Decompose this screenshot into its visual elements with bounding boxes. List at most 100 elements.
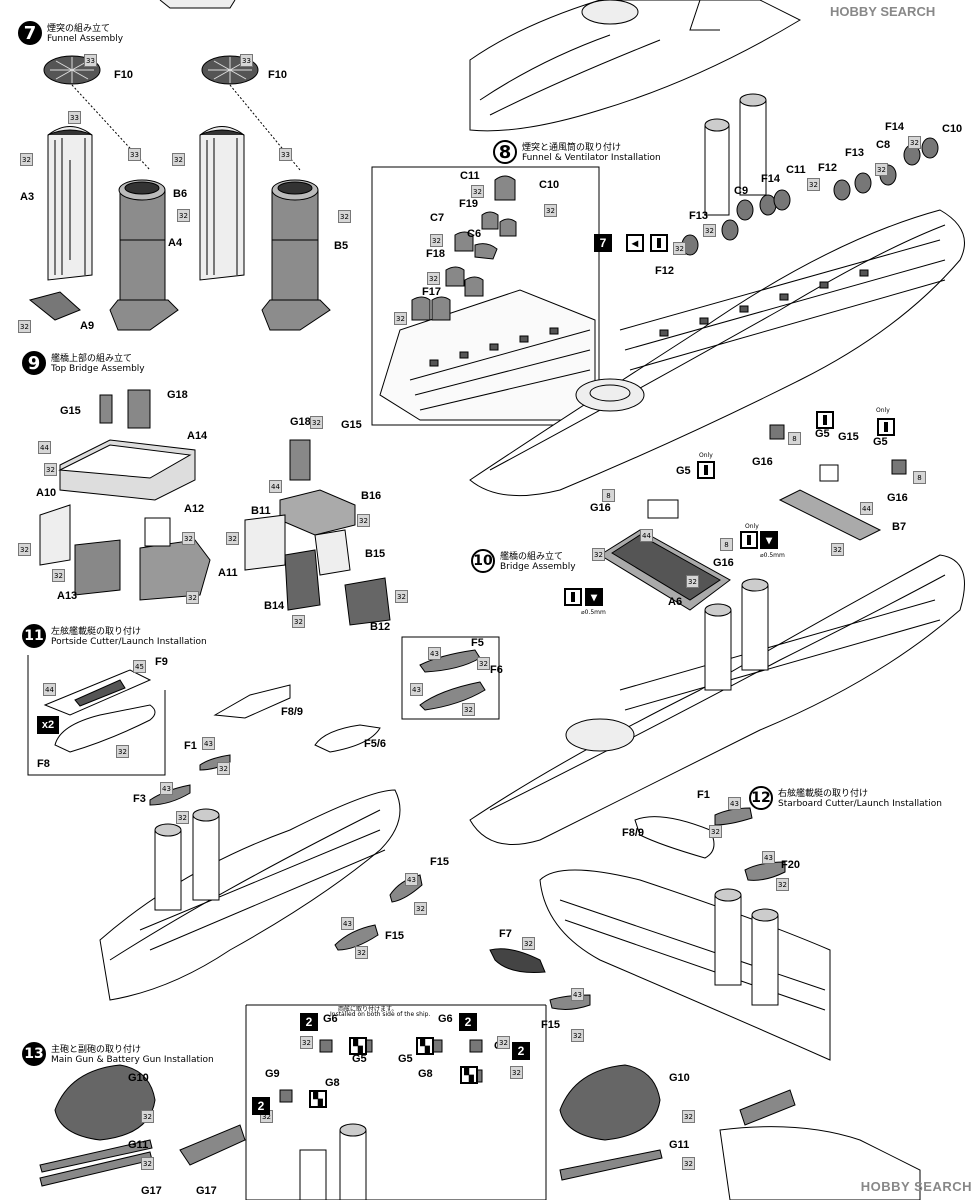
part-label: G6 <box>323 1013 338 1025</box>
paint-number: 32 <box>430 234 443 247</box>
part-label: G16 <box>590 502 611 514</box>
step-7-en: Funnel Assembly <box>47 34 124 44</box>
drill-note: ⌀0.5mm <box>581 609 606 616</box>
part-label: F6 <box>490 664 503 676</box>
paint-number: 32 <box>875 163 888 176</box>
paint-number: 32 <box>510 1066 523 1079</box>
part-label: F13 <box>845 147 864 159</box>
part-label: F5/6 <box>364 738 387 750</box>
align-icon <box>877 418 895 436</box>
paint-number: 32 <box>355 946 368 959</box>
paint-number: 32 <box>182 532 195 545</box>
paint-number: 32 <box>682 1157 695 1170</box>
step-9-number: 9 <box>22 351 46 375</box>
step-ref-icon: 7 <box>594 234 612 252</box>
part-label: G8 <box>325 1077 340 1089</box>
part-label: F14 <box>761 173 780 185</box>
paint-number: 44 <box>640 529 653 542</box>
ship-step8 <box>469 93 965 497</box>
step-8-en: Funnel & Ventilator Installation <box>522 153 661 163</box>
part-label: G11 <box>128 1139 149 1151</box>
paint-number: 32 <box>18 543 31 556</box>
watermark: HOBBY SEARCH <box>860 1179 972 1194</box>
part-label: A6 <box>668 596 683 608</box>
paint-number: 32 <box>44 463 57 476</box>
part-label: C11 <box>786 164 806 176</box>
paint-number: 32 <box>544 204 557 217</box>
step-8-jp: 煙突と通風筒の取り付け <box>522 143 622 153</box>
step-ref-icon: 2 <box>300 1013 318 1031</box>
step-7-jp: 煙突の組み立て <box>47 24 111 34</box>
step-9-en: Top Bridge Assembly <box>51 364 145 374</box>
step-13-number: 13 <box>22 1042 46 1066</box>
part-label: G16 <box>713 557 734 569</box>
paint-number: 32 <box>673 242 686 255</box>
part-label: C6 <box>467 228 482 240</box>
paint-number: 44 <box>860 502 873 515</box>
paint-number: 32 <box>831 543 844 556</box>
paint-number: 33 <box>84 54 97 67</box>
ship-step10 <box>469 554 965 845</box>
arrow-icon: ◂ <box>626 234 644 252</box>
paint-number: 45 <box>133 660 146 673</box>
part-label: G5 <box>398 1053 413 1065</box>
paint-number: 33 <box>68 111 81 124</box>
part-label: F7 <box>499 928 512 940</box>
part-label: A9 <box>80 320 95 332</box>
part-label: G6 <box>438 1013 453 1025</box>
step7-art <box>28 55 331 331</box>
paint-number: 32 <box>686 575 699 588</box>
only-note: Only <box>745 523 759 530</box>
paint-number: 32 <box>571 1029 584 1042</box>
part-label: G9 <box>265 1068 280 1080</box>
paint-number: 32 <box>807 178 820 191</box>
part-label: A4 <box>168 237 183 249</box>
part-label: C8 <box>876 139 891 151</box>
paint-number: 32 <box>300 1036 313 1049</box>
part-label: B16 <box>361 490 382 502</box>
part-label: F8/9 <box>281 706 304 718</box>
paint-number: 32 <box>20 153 33 166</box>
part-label: F10 <box>114 69 133 81</box>
part-label: F19 <box>459 198 478 210</box>
step13-art <box>39 1004 921 1200</box>
part-label: G17 <box>141 1185 162 1197</box>
part-label: G5 <box>352 1053 367 1065</box>
paint-number: 8 <box>602 489 615 502</box>
part-label: F15 <box>541 1019 560 1031</box>
paint-number: 43 <box>202 737 215 750</box>
paint-number: 32 <box>682 1110 695 1123</box>
paint-number: 32 <box>177 209 190 222</box>
step-ref-icon: 2 <box>512 1042 530 1060</box>
part-label: A12 <box>184 503 205 515</box>
part-label: F3 <box>133 793 146 805</box>
paint-number: 33 <box>279 148 292 161</box>
paint-number: 32 <box>414 902 427 915</box>
part-label: G15 <box>838 431 859 443</box>
step-10-jp: 艦橋の組み立て <box>500 552 564 562</box>
part-label: F12 <box>655 265 674 277</box>
part-label: F17 <box>422 286 441 298</box>
part-label: F12 <box>818 162 837 174</box>
part-label: B6 <box>173 188 188 200</box>
part-label: G10 <box>128 1072 149 1084</box>
paint-number: 32 <box>908 136 921 149</box>
step8-art <box>371 166 600 426</box>
only-note: Only <box>699 452 713 459</box>
part-label: G15 <box>341 419 362 431</box>
part-label: C10 <box>942 123 963 135</box>
paint-number: 43 <box>428 647 441 660</box>
paint-number: 32 <box>709 825 722 838</box>
paint-number: 33 <box>240 54 253 67</box>
paint-number: 32 <box>172 153 185 166</box>
paint-number: 32 <box>427 272 440 285</box>
part-label: G15 <box>60 405 81 417</box>
paint-number: 32 <box>217 762 230 775</box>
paint-number: 32 <box>477 657 490 670</box>
only-note: Only <box>876 407 890 414</box>
part-label: B7 <box>892 521 907 533</box>
paint-number: 43 <box>341 917 354 930</box>
